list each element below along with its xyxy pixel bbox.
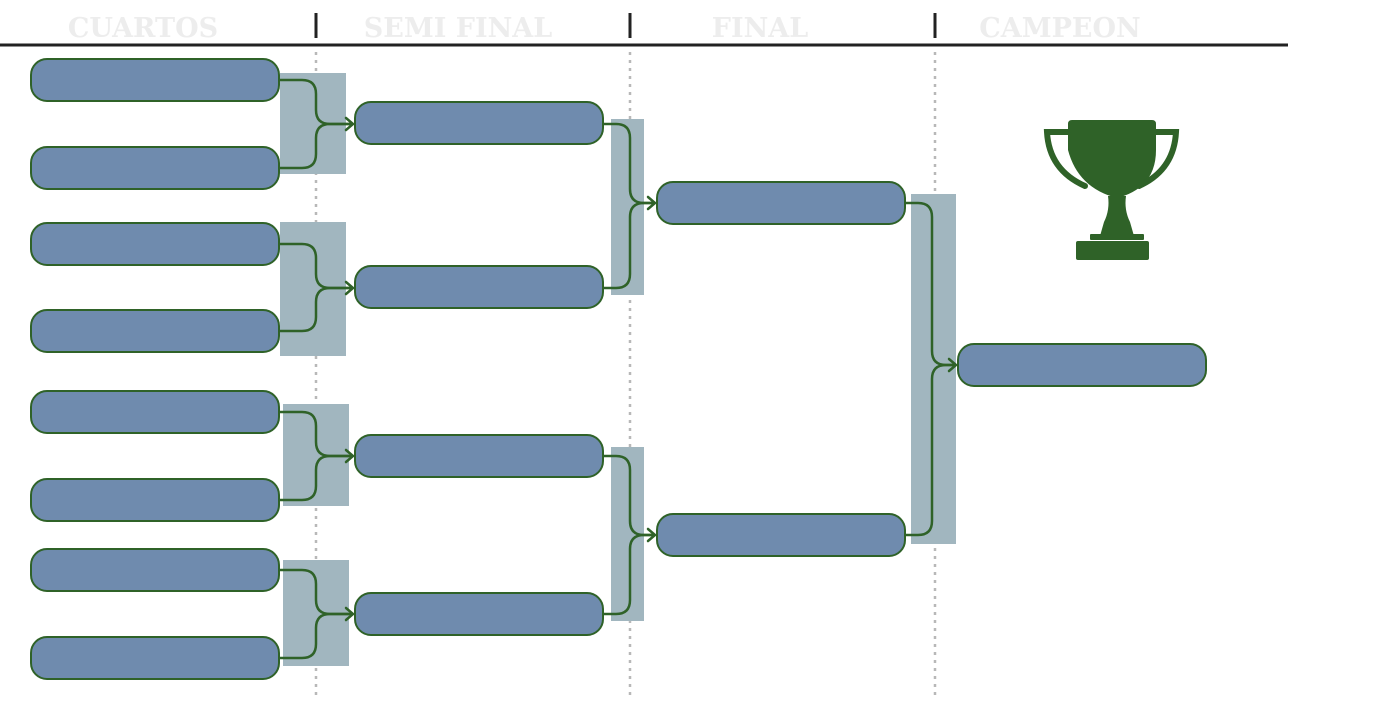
connector-bands [280,73,956,666]
connector-line [601,122,656,205]
connector-line [601,533,656,616]
connector-line [277,612,354,660]
header-cuartos: CUARTOS [68,13,218,44]
slot-cuartos-4[interactable] [30,309,280,353]
bracket-slots [30,58,1207,680]
connector-arrow [344,280,355,296]
slot-semi-1[interactable] [354,101,604,145]
connector-line [601,201,656,290]
trophy-icon [1043,120,1180,260]
slot-cuartos-2[interactable] [30,146,280,190]
slot-cuartos-5[interactable] [30,390,280,434]
slot-semi-3[interactable] [354,434,604,478]
connector-band [611,119,644,295]
connector-arrow [646,195,657,211]
connector-arrow [344,606,355,622]
slot-cuartos-6[interactable] [30,478,280,522]
connector-line [277,454,354,502]
connector-line [277,410,354,458]
connector-line [277,122,354,170]
slot-cuartos-8[interactable] [30,636,280,680]
slot-cuartos-1[interactable] [30,58,280,102]
connector-arrow [646,527,657,543]
slot-semi-4[interactable] [354,592,604,636]
slot-semi-2[interactable] [354,265,604,309]
connector-line [277,78,354,126]
connector-line [277,286,354,333]
connector-line [903,201,957,367]
header-campeon: CAMPEON [979,13,1140,44]
connector-arrow [344,116,355,132]
connector-line [277,242,354,290]
header-semi-final: SEMI FINAL [364,13,552,44]
connector-line [277,568,354,616]
connector-arrow [344,448,355,464]
slot-cuartos-7[interactable] [30,548,280,592]
slot-final-2[interactable] [656,513,906,557]
slot-cuartos-3[interactable] [30,222,280,266]
connector-lines [277,78,958,660]
slot-campeon[interactable] [957,343,1207,387]
header-final: FINAL [712,13,808,44]
connector-line [601,454,656,537]
slot-final-1[interactable] [656,181,906,225]
connector-arrow [947,357,958,373]
connector-line [903,363,957,537]
